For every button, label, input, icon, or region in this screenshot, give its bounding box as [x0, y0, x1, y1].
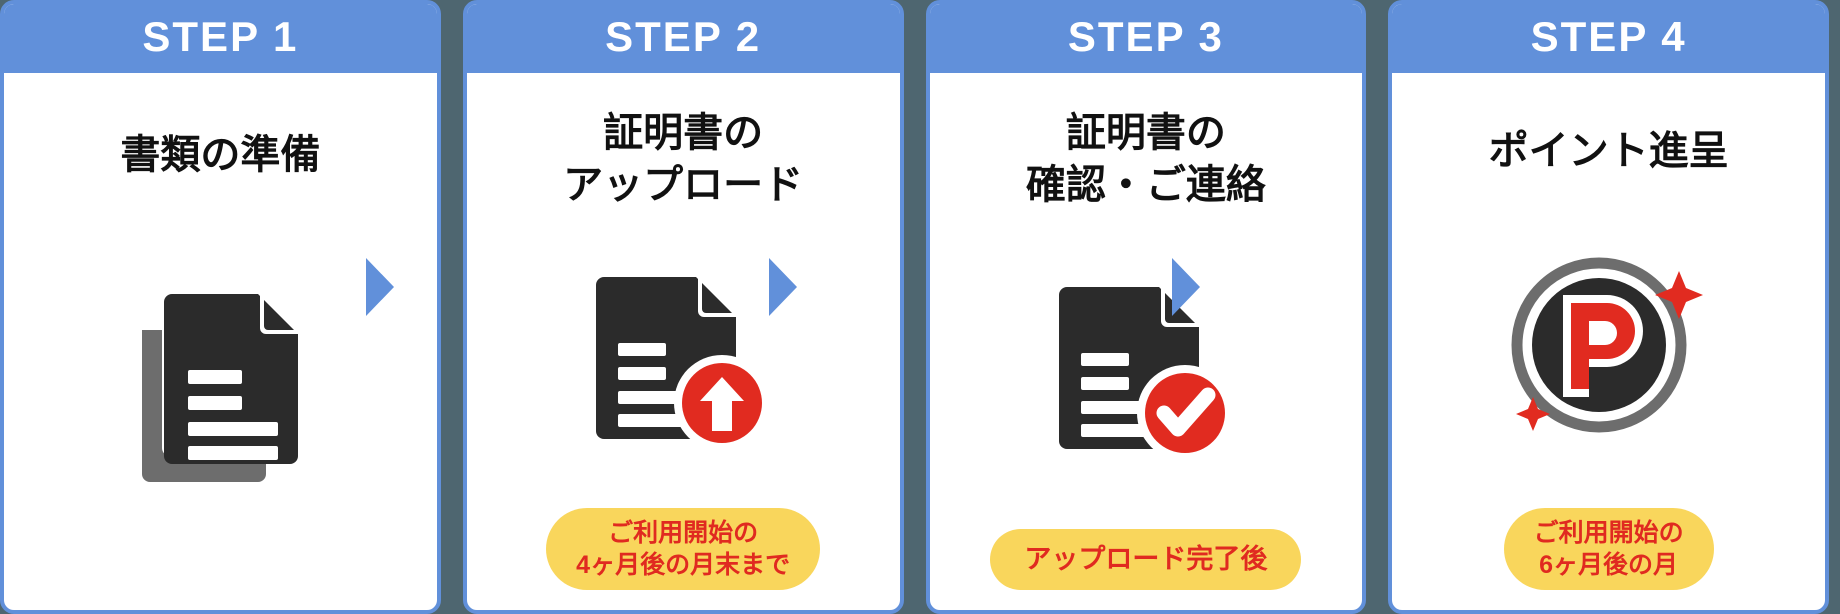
step-1-header: STEP 1: [4, 4, 437, 74]
step-card-1: STEP 1 書類の準備: [0, 0, 441, 614]
step-2-header: STEP 2: [466, 4, 900, 74]
step-3-body: 証明書の 確認・ご連絡 アップロード完了後: [930, 73, 1363, 610]
step-card-4: STEP 4 ポイント進呈 ご利用開始の 6ヶ月後の月: [1388, 0, 1829, 614]
step-2-badge: ご利用開始の 4ヶ月後の月末まで: [546, 508, 821, 590]
step-card-3: STEP 3 証明書の 確認・ご連絡 アップロード完了後: [925, 0, 1367, 614]
step-2-title: 証明書の アップロード: [563, 111, 804, 208]
step-2-body: 証明書の アップロード ご利用開始の 4ヶ月後の月末まで: [467, 73, 900, 610]
step-4-header: STEP 4: [1392, 4, 1825, 74]
step-3-header: STEP 3: [929, 4, 1363, 74]
step-4-title: ポイント進呈: [1488, 129, 1729, 174]
point-coin-icon: [1402, 177, 1815, 506]
document-check-icon: [940, 211, 1353, 527]
step-card-2: STEP 2 証明書の アップロード: [462, 0, 904, 614]
documents-stack-icon: [14, 181, 427, 590]
document-upload-icon: [477, 211, 890, 506]
step-1-title: 書類の準備: [120, 133, 321, 178]
step-4-badge: ご利用開始の 6ヶ月後の月: [1503, 508, 1714, 590]
step-4-body: ポイント進呈 ご利用開始の 6ヶ月後の月: [1392, 73, 1825, 610]
step-1-body: 書類の準備: [4, 73, 437, 610]
step-3-badge: アップロード完了後: [990, 529, 1302, 590]
step-3-title: 証明書の 確認・ご連絡: [1025, 111, 1266, 208]
